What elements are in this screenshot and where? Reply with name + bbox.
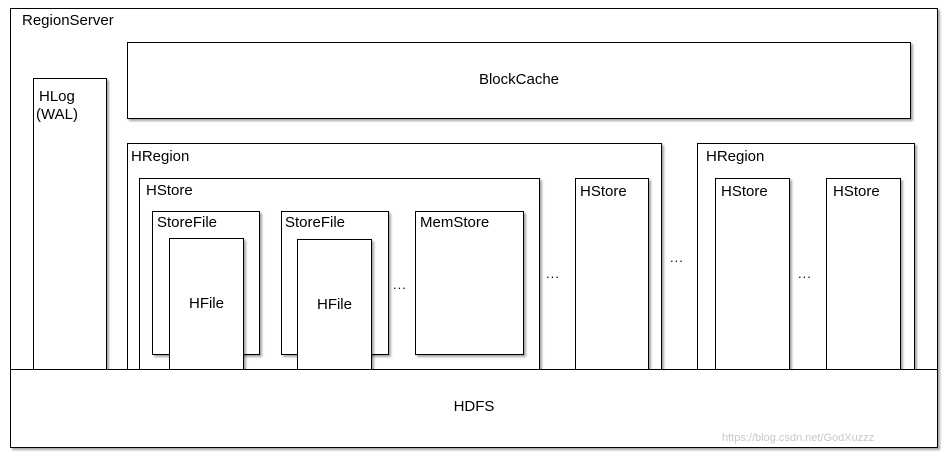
hregion-ellipsis: ... — [670, 250, 684, 265]
hstore-main-label: HStore — [146, 182, 193, 199]
storefile-2-label: StoreFile — [285, 214, 346, 231]
hlog-box — [33, 78, 107, 372]
hregion-2-hstore-1-box — [715, 178, 790, 373]
hregion-2-label: HRegion — [706, 148, 765, 165]
memstore-box — [415, 211, 524, 355]
hlog-label-line2: (WAL) — [36, 106, 78, 123]
hfile-2-box: HFile — [297, 239, 372, 372]
hfile-1-box: HFile — [169, 238, 244, 372]
block-cache-box: BlockCache — [127, 42, 911, 119]
hstore-ellipsis-1: ... — [546, 266, 560, 281]
hstore-ellipsis-2: ... — [798, 266, 812, 281]
memstore-label: MemStore — [420, 214, 490, 231]
hregion-2-hstore-2-box — [826, 178, 901, 373]
hdfs-box: HDFS — [10, 369, 938, 448]
hfile-2-label: HFile — [316, 296, 352, 313]
hstore-2-label: HStore — [580, 183, 627, 200]
hregion-2-hstore-2-label: HStore — [833, 183, 880, 200]
region-server-label: RegionServer — [22, 12, 114, 29]
block-cache-label: BlockCache — [478, 71, 560, 88]
hregion-1-label: HRegion — [131, 148, 190, 165]
hlog-label-line1: HLog — [39, 88, 75, 105]
watermark-text: https://blog.csdn.net/GodXuzzz — [722, 432, 875, 444]
storefile-ellipsis: ... — [393, 277, 407, 292]
hstore-2-box — [575, 178, 649, 373]
hdfs-label: HDFS — [453, 398, 495, 415]
storefile-1-label: StoreFile — [157, 214, 218, 231]
hfile-1-label: HFile — [188, 295, 224, 312]
hregion-2-hstore-1-label: HStore — [721, 183, 768, 200]
